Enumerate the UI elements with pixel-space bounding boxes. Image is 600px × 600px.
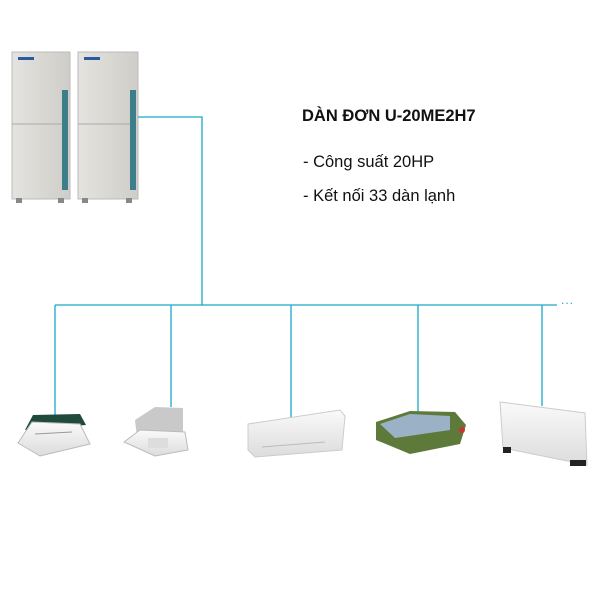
connection-bullet: - Kết nối 33 dàn lạnh [303,187,456,205]
ducted-unit [376,411,466,454]
floor-standing-unit [499,401,588,466]
pipe-lines [54,116,557,421]
ceiling-cassette-4-way-unit [123,407,189,457]
outdoor-unit [77,51,139,203]
capacity-bullet: - Công suất 20HP [303,153,435,171]
wall-mounted-unit [247,409,346,458]
continuation-dots: ... [561,293,575,307]
model-title: DÀN ĐƠN U-20ME2H7 [302,107,476,125]
outdoor-unit [11,51,71,203]
ceiling-cassette-1-way-unit [17,414,91,457]
